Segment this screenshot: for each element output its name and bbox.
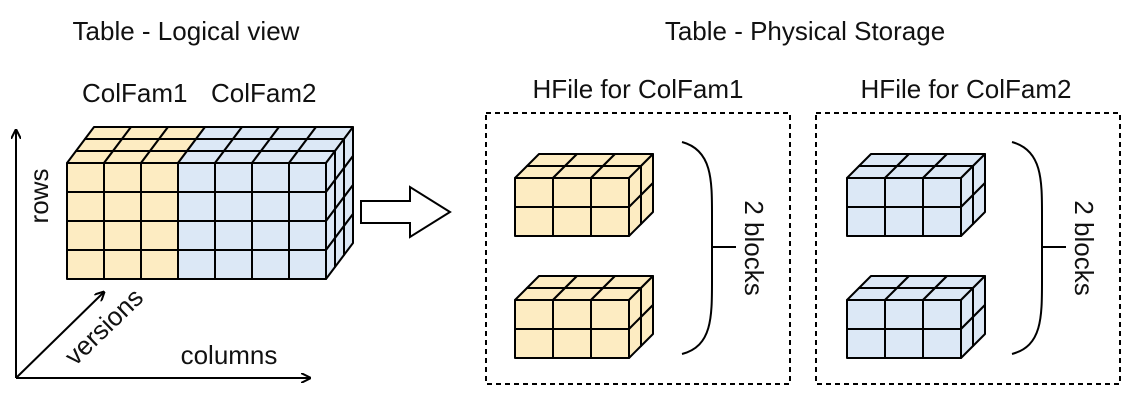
colfam2-side-cell: [972, 182, 986, 225]
columns-axis-label: columns: [181, 340, 278, 370]
colfam2-front-cell: [214, 249, 253, 280]
colfam2-front-cell: [884, 206, 924, 237]
versions-axis-label: versions: [59, 282, 149, 371]
colfam2-front-cell: [922, 328, 962, 359]
colfam2-front-cell: [884, 177, 924, 208]
hfile-colfam1-brace: [681, 141, 736, 355]
logical-table-cube: [66, 126, 354, 280]
hfile-colfam2-title: HFile for ColFam2: [861, 74, 1072, 104]
colfam2-front-cell: [884, 299, 924, 330]
colfam1-front-cell: [514, 328, 554, 359]
colfam1-front-cell: [140, 162, 179, 193]
colfam2-front-cell: [288, 220, 327, 251]
colfam2-front-cell: [846, 299, 886, 330]
colfam2-front-cell: [251, 162, 290, 193]
colfam1-front-cell: [552, 299, 592, 330]
colfam2-front-cell: [214, 220, 253, 251]
colfam1-front-cell: [140, 220, 179, 251]
colfam1-front-cell: [66, 220, 105, 251]
physical-storage-title: Table - Physical Storage: [665, 16, 945, 46]
colfam2-front-cell: [288, 162, 327, 193]
colfam2-front-cell: [251, 191, 290, 222]
colfam2-label: ColFam2: [211, 78, 316, 108]
hfile-colfam2-blocks-label: 2 blocks: [1069, 200, 1099, 295]
hfile-colfam1-block-2: [514, 275, 654, 359]
colfam1-front-cell: [514, 299, 554, 330]
colfam1-front-cell: [514, 206, 554, 237]
colfam1-front-cell: [140, 191, 179, 222]
colfam1-front-cell: [103, 249, 142, 280]
colfam2-front-cell: [884, 328, 924, 359]
colfam1-front-cell: [590, 328, 630, 359]
colfam2-front-cell: [922, 206, 962, 237]
colfam1-front-cell: [66, 162, 105, 193]
hfile-colfam1-title: HFile for ColFam1: [533, 74, 744, 104]
logical-view-title: Table - Logical view: [73, 16, 300, 46]
colfam1-side-cell: [640, 304, 654, 347]
hfile-colfam2-box: HFile for ColFam2 2 blocks: [815, 74, 1121, 385]
hfile-colfam2-block-1: [846, 153, 986, 237]
hfile-colfam2-brace: [1011, 141, 1066, 355]
rows-axis-label: rows: [24, 169, 54, 224]
colfam1-front-cell: [66, 191, 105, 222]
colfam2-side-cell: [343, 213, 354, 256]
colfam2-front-cell: [922, 177, 962, 208]
colfam2-front-cell: [288, 191, 327, 222]
colfam1-side-cell: [640, 182, 654, 225]
colfam2-front-cell: [177, 162, 216, 193]
colfam1-front-cell: [66, 249, 105, 280]
colfam1-front-cell: [103, 191, 142, 222]
colfam2-front-cell: [846, 177, 886, 208]
axes: [16, 130, 310, 378]
colfam2-front-cell: [846, 328, 886, 359]
colfam1-front-cell: [552, 177, 592, 208]
hfile-colfam1-box: HFile for ColFam1 2 blocks: [485, 74, 791, 385]
hfile-colfam1-block-1: [514, 153, 654, 237]
colfam2-front-cell: [251, 249, 290, 280]
colfam1-front-cell: [140, 249, 179, 280]
colfam1-label: ColFam1: [82, 78, 187, 108]
colfam2-front-cell: [846, 206, 886, 237]
colfam1-front-cell: [590, 206, 630, 237]
colfam1-front-cell: [103, 220, 142, 251]
colfam1-front-cell: [590, 299, 630, 330]
colfam2-front-cell: [177, 191, 216, 222]
transform-arrow: [360, 185, 452, 239]
colfam2-front-cell: [251, 220, 290, 251]
hfile-colfam1-blocks-label: 2 blocks: [739, 200, 769, 295]
colfam2-front-cell: [288, 249, 327, 280]
colfam1-front-cell: [590, 177, 630, 208]
colfam2-front-cell: [177, 220, 216, 251]
hfile-colfam2-block-2: [846, 275, 986, 359]
colfam2-front-cell: [177, 249, 216, 280]
colfam2-front-cell: [214, 191, 253, 222]
colfam2-side-cell: [972, 304, 986, 347]
colfam1-front-cell: [514, 177, 554, 208]
colfam2-front-cell: [922, 299, 962, 330]
colfam1-front-cell: [552, 206, 592, 237]
versions-axis: [15, 292, 104, 379]
colfam1-front-cell: [552, 328, 592, 359]
colfam2-front-cell: [214, 162, 253, 193]
colfam1-front-cell: [103, 162, 142, 193]
